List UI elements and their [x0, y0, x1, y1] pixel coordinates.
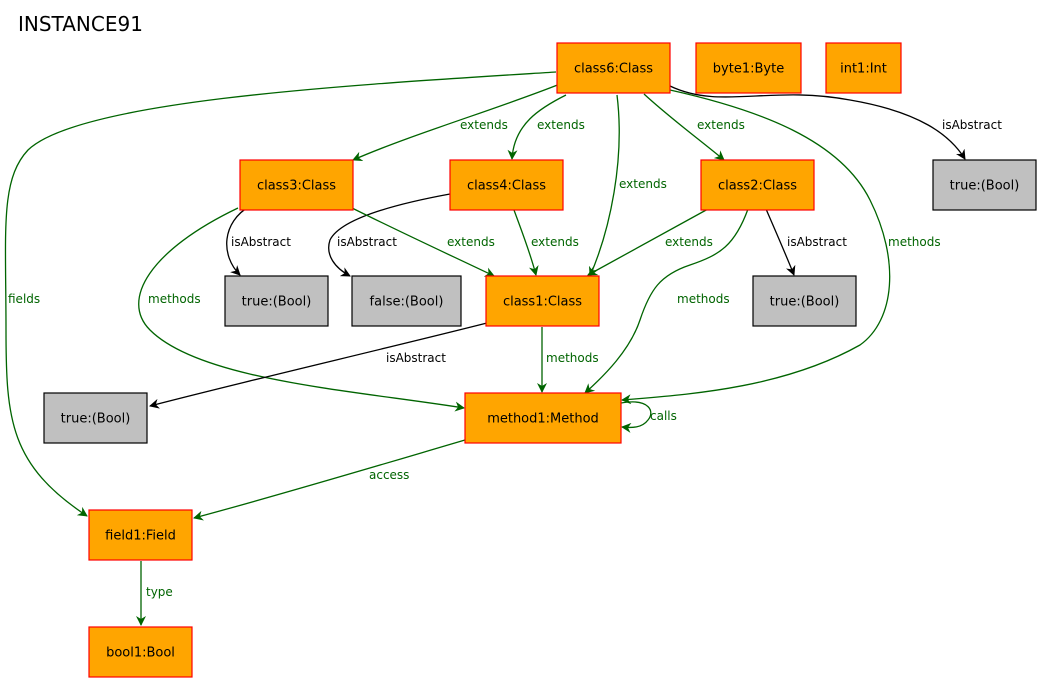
edge-class3-true [226, 205, 251, 276]
node-class6-label: class6:Class [574, 62, 653, 77]
node-class1[interactable]: class1:Class [485, 275, 600, 327]
edge-class6-class3 [352, 83, 561, 161]
label-class3-method1: methods [148, 292, 201, 306]
label-class6-class3: extends [460, 118, 508, 132]
edge-method1-field1 [193, 439, 466, 521]
node-class6[interactable]: class6:Class [556, 42, 671, 94]
node-class1-label: class1:Class [503, 295, 582, 310]
edge-class6-class1 [589, 94, 620, 277]
node-true-top[interactable]: true:(Bool) [932, 159, 1037, 211]
edge-class6-method1 [621, 89, 891, 405]
label-field1-bool1: type [146, 585, 173, 599]
node-class4-label: class4:Class [467, 179, 546, 194]
label-method1-field1: access [369, 468, 409, 482]
node-true-class1-label: true:(Bool) [61, 412, 131, 427]
node-bool1[interactable]: bool1:Bool [88, 626, 193, 678]
node-class4[interactable]: class4:Class [449, 159, 564, 211]
node-class2-label: class2:Class [718, 179, 797, 194]
label-method1-calls: calls [650, 409, 677, 423]
node-method1-label: method1:Method [487, 412, 599, 427]
node-byte1[interactable]: byte1:Byte [695, 42, 802, 94]
node-bool1-label: bool1:Bool [106, 646, 175, 661]
edge-class3-class1 [347, 205, 495, 277]
edge-class2-true [765, 208, 796, 276]
label-class6-field1: fields [8, 292, 40, 306]
edge-class3-method1 [138, 207, 465, 412]
diagram-title: INSTANCE91 [18, 12, 143, 36]
node-true-class3[interactable]: true:(Bool) [224, 275, 329, 327]
node-false-class4[interactable]: false:(Bool) [351, 275, 462, 327]
node-int1[interactable]: int1:Int [825, 42, 902, 94]
node-false-class4-label: false:(Bool) [370, 295, 444, 310]
node-byte1-label: byte1:Byte [713, 62, 784, 77]
node-class3[interactable]: class3:Class [239, 159, 354, 211]
label-class4-false: isAbstract [337, 235, 397, 249]
label-class2-method1: methods [677, 292, 730, 306]
node-field1[interactable]: field1:Field [88, 509, 193, 561]
edge-class6-field1 [4, 71, 557, 517]
edge-class6-class4 [507, 94, 567, 160]
node-true-class3-label: true:(Bool) [242, 295, 312, 310]
node-int1-label: int1:Int [840, 62, 887, 77]
node-method1[interactable]: method1:Method [464, 392, 622, 444]
edge-class1-true [149, 322, 488, 409]
label-class3-true: isAbstract [231, 235, 291, 249]
edge-class4-class1 [513, 209, 539, 276]
node-true-top-label: true:(Bool) [950, 179, 1020, 194]
edge-class2-class1 [587, 208, 709, 276]
node-true-class2[interactable]: true:(Bool) [752, 275, 857, 327]
label-class1-method1: methods [546, 351, 599, 365]
node-true-class1[interactable]: true:(Bool) [43, 392, 148, 444]
label-class6-method1: methods [888, 235, 941, 249]
node-class2[interactable]: class2:Class [700, 159, 815, 211]
edge-class6-true [669, 85, 966, 160]
label-class3-class1: extends [447, 235, 495, 249]
node-class3-label: class3:Class [257, 179, 336, 194]
label-class6-class1: extends [619, 177, 667, 191]
label-class1-true: isAbstract [386, 351, 446, 365]
label-class4-class1: extends [531, 235, 579, 249]
edge-method1-calls [620, 401, 652, 433]
label-class6-class4: extends [537, 118, 585, 132]
label-class2-true: isAbstract [787, 235, 847, 249]
node-field1-label: field1:Field [105, 529, 176, 544]
label-class2-class1: extends [665, 235, 713, 249]
edge-class6-class2 [643, 93, 725, 161]
edge-class2-method1 [584, 208, 749, 394]
node-true-class2-label: true:(Bool) [770, 295, 840, 310]
label-class6-true: isAbstract [942, 118, 1002, 132]
edge-class4-false [328, 193, 451, 277]
label-class6-class2: extends [697, 118, 745, 132]
